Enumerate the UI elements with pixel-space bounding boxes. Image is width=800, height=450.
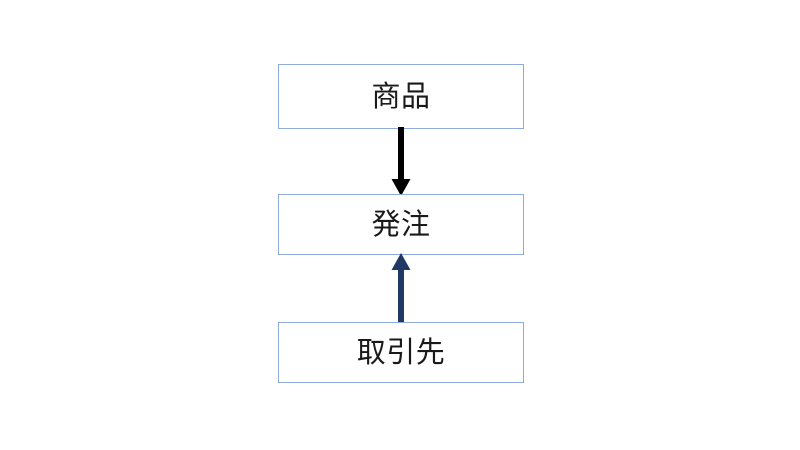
- node-label-product: 商品: [371, 79, 431, 113]
- node-box-product[interactable]: 商品: [278, 64, 524, 129]
- node-box-supplier[interactable]: 取引先: [278, 322, 524, 383]
- arrow-product-to-order[interactable]: [386, 127, 416, 196]
- node-box-order[interactable]: 発注: [278, 194, 524, 255]
- node-label-supplier: 取引先: [356, 335, 446, 369]
- arrow-head-supplier-to-order: [391, 253, 411, 270]
- arrow-supplier-to-order[interactable]: [386, 253, 416, 323]
- arrow-head-product-to-order: [391, 179, 411, 196]
- node-label-order: 発注: [371, 207, 431, 241]
